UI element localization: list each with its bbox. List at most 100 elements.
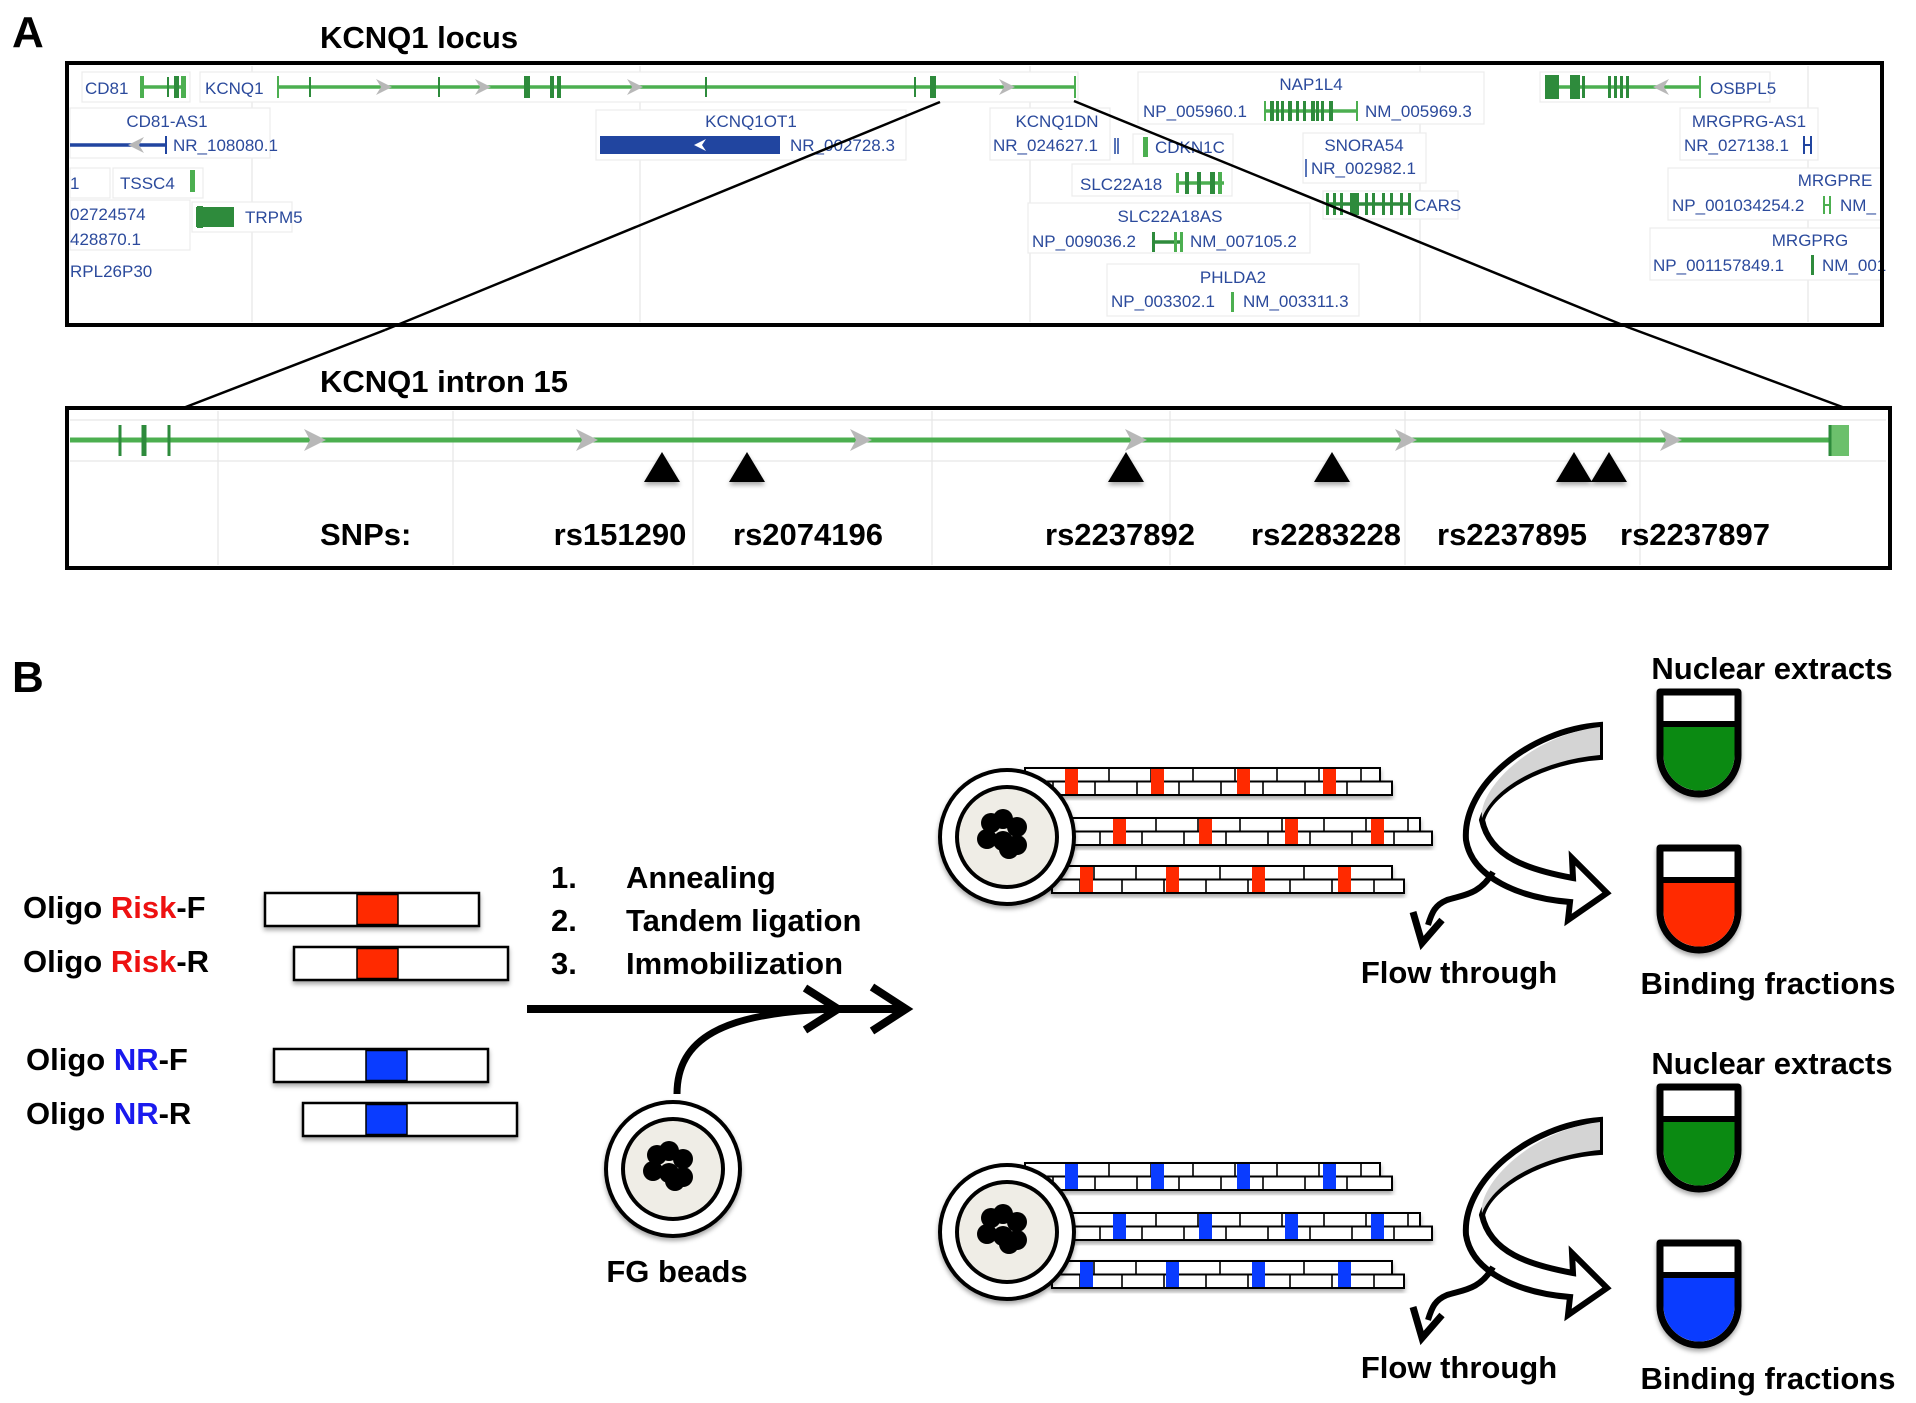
exon-block (1829, 425, 1849, 456)
flow-through-label: Flow through (1361, 955, 1557, 990)
zoom-connector-right-lower (1629, 326, 1846, 410)
gene-exon (1270, 101, 1274, 121)
snps-heading: SNPs: (320, 517, 411, 552)
feature-box (1649, 227, 1883, 281)
strand (1024, 1175, 1393, 1191)
gene-exon (1333, 193, 1336, 215)
gene-exon (1570, 75, 1580, 99)
oligo-label: Oligo Risk-F (23, 890, 206, 925)
immobilized-bead (938, 1163, 1076, 1301)
gene-exon (550, 76, 554, 98)
gene-exon (174, 76, 179, 98)
feature-box (69, 107, 271, 159)
oligo-label-suffix: -F (159, 1042, 188, 1077)
snp-triangle-icon (1556, 452, 1592, 482)
gene-label: NP_001034254.2 (1672, 196, 1804, 215)
strand-arrow-icon (376, 79, 392, 95)
tube-liquid (1663, 1277, 1735, 1342)
gene-exon (1296, 101, 1299, 121)
gene-exon (1276, 101, 1279, 121)
bead-particle (643, 1161, 663, 1181)
gene-label: NR_108080.1 (173, 136, 278, 155)
bead-particle (665, 1171, 685, 1191)
snp-label: rs2237892 (1045, 517, 1195, 552)
oligo-label-prefix: Oligo (23, 890, 111, 925)
oligo-item: Oligo Risk-R (23, 944, 510, 982)
oligo-bar (301, 1101, 519, 1138)
oligo-label: Oligo Risk-R (23, 944, 209, 979)
gene-exon (196, 207, 234, 227)
gene-exon (1311, 101, 1315, 121)
step-text: Annealing (626, 860, 776, 895)
strand-arrow-icon (850, 429, 872, 451)
gene-label: SLC22A18AS (1118, 207, 1223, 226)
gene-label: MRGPRE (1798, 171, 1873, 190)
gene-exon (1321, 101, 1324, 121)
zoom-connector-left-lower (177, 328, 386, 412)
nuclear-extract-tube (1656, 688, 1742, 798)
strand-arrow-icon (304, 429, 326, 451)
bead-merge-arrowhead (802, 984, 846, 1034)
binding-fractions-label: Binding fractions (1641, 966, 1896, 1001)
binding-fraction-tube (1656, 844, 1742, 954)
panel-a-letter: A (12, 8, 44, 57)
gene-label: NP_003302.1 (1111, 292, 1215, 311)
snp-label: rs2283228 (1251, 517, 1401, 552)
snp-allele-block (1323, 1164, 1336, 1189)
snp-label: rs151290 (554, 517, 687, 552)
gene-label: NAP1L4 (1279, 75, 1342, 94)
oligo-label-prefix: Oligo (26, 1042, 114, 1077)
gene-label: PHLDA2 (1200, 268, 1266, 287)
zoom-connector-right-upper (1073, 99, 1631, 330)
flow-through-label: Flow through (1361, 1350, 1557, 1385)
gene-label: 02724574 (70, 205, 146, 224)
strand-arrow-icon (128, 137, 144, 153)
snp-allele-block (1338, 867, 1351, 892)
oligo-label-prefix: Oligo (26, 1096, 114, 1131)
strand (1051, 1273, 1405, 1289)
intron-gene-model (70, 425, 1849, 456)
snp-allele-block (1199, 1214, 1212, 1239)
feature-box (1302, 132, 1427, 184)
gene-label: CD81 (85, 79, 128, 98)
gene-label: NR_002982.1 (1311, 159, 1416, 178)
snp-triangle-icon (1108, 452, 1144, 482)
gene-label: NM_001 (1822, 256, 1886, 275)
transfer-arrow-shade (1481, 1122, 1600, 1213)
snp-label: rs2237895 (1437, 517, 1587, 552)
snp-triangle-icon (644, 452, 680, 482)
snp-allele-block (1113, 1214, 1126, 1239)
locus-browser-frame (65, 61, 1884, 327)
feature-box (112, 167, 204, 199)
snp-allele-block (1371, 819, 1384, 844)
gene-exon (1218, 172, 1222, 194)
gene-label: NR_024627.1 (993, 136, 1098, 155)
feature-box (1027, 202, 1311, 254)
bead-particle (999, 1234, 1019, 1254)
gene-label: TRPM5 (245, 208, 303, 227)
gene-exon (1281, 101, 1284, 121)
snp-label: rs2237897 (1620, 517, 1770, 552)
nuclear-extracts-label: Nuclear extracts (1651, 651, 1892, 686)
gene-label: NM_ (1840, 196, 1876, 215)
ligated-concatemers (1024, 1162, 1433, 1289)
gene-label: CARS (1414, 196, 1461, 215)
snp-allele-block (1371, 1214, 1384, 1239)
snp-allele-block (1285, 819, 1298, 844)
gene-label: 1 (70, 174, 79, 193)
gene-exon (1365, 193, 1368, 215)
gene-exon (1180, 232, 1183, 252)
oligo-label-prefix: Oligo (23, 944, 111, 979)
gene-exon (524, 76, 530, 98)
gene-label: KCNQ1OT1 (705, 112, 797, 131)
bead-particle (977, 1224, 997, 1244)
gene-exon (1390, 193, 1393, 215)
gene-exon (1185, 172, 1189, 194)
oligo-label-suffix: -R (176, 944, 209, 979)
gene-exon (557, 76, 561, 98)
snp-allele-block (1166, 867, 1179, 892)
